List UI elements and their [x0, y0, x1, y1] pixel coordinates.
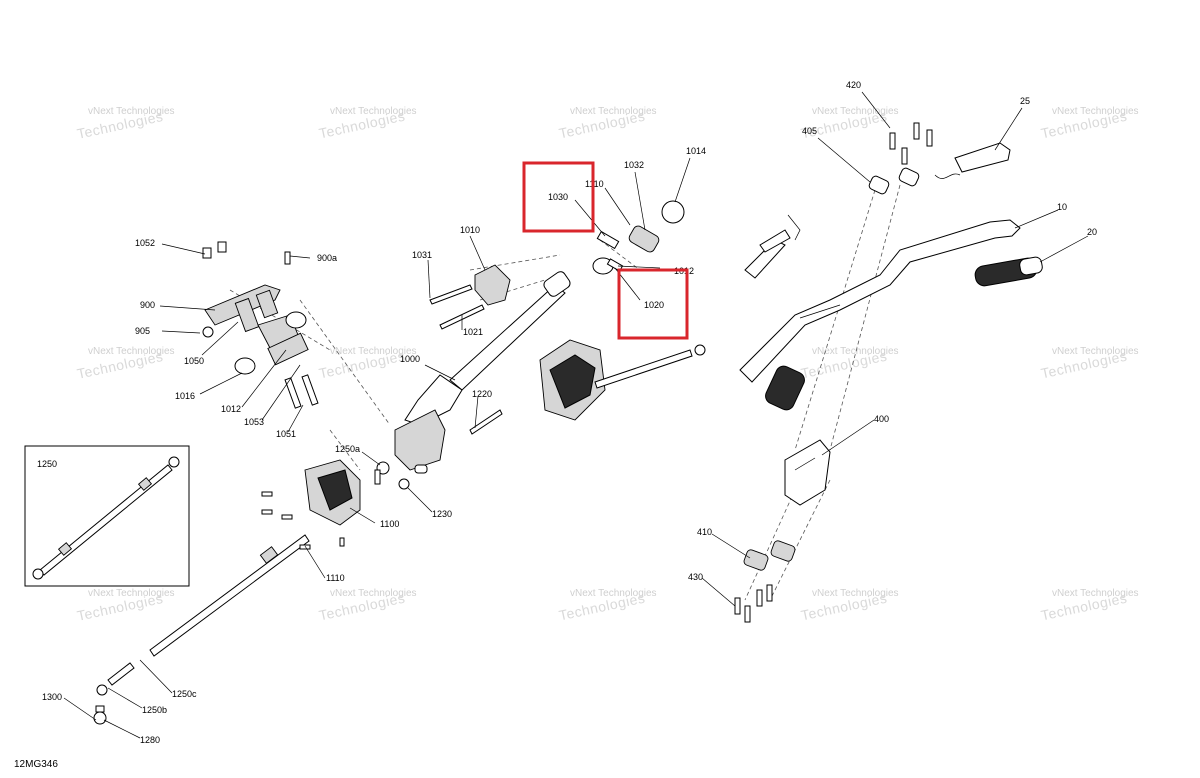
svg-text:vNext Technologies: vNext Technologies [1052, 106, 1139, 117]
callout-1051[interactable]: 1051 [276, 429, 296, 439]
diagram-reference: 12MG346 [14, 759, 58, 770]
clamp-1010[interactable] [474, 264, 511, 306]
callout-1250c[interactable]: 1250c [172, 689, 197, 699]
inset-label: 1250 [37, 459, 57, 469]
svg-text:vNext Technologies: vNext Technologies [1052, 346, 1139, 357]
callout-10[interactable]: 10 [1057, 202, 1067, 212]
callout-1053[interactable]: 1053 [244, 417, 264, 427]
leaders [63, 91, 1089, 739]
callout-400[interactable]: 400 [874, 414, 889, 424]
callout-20[interactable]: 20 [1087, 227, 1097, 237]
lower-clamps[interactable] [743, 540, 796, 572]
callout-900a[interactable]: 900a [317, 253, 337, 263]
svg-text:vNext Technologies: vNext Technologies [812, 106, 899, 117]
callout-1030[interactable]: 1030 [548, 192, 568, 202]
housing-1110[interactable] [539, 339, 606, 421]
inset-1250: 1250 [24, 445, 190, 587]
column-housing-1100[interactable] [304, 459, 361, 526]
callout-1280[interactable]: 1280 [140, 735, 160, 745]
callout-1010[interactable]: 1010 [460, 225, 480, 235]
svg-text:vNext Technologies: vNext Technologies [570, 588, 657, 599]
callout-1220[interactable]: 1220 [472, 389, 492, 399]
callout-405[interactable]: 405 [802, 126, 817, 136]
bolts-430[interactable] [734, 584, 773, 623]
svg-text:vNext Technologies: vNext Technologies [330, 346, 417, 357]
callout-1100[interactable]: 1100 [380, 519, 399, 529]
callout-1110-bottom[interactable]: 1110 [326, 573, 345, 583]
bolts-1100[interactable] [261, 491, 345, 550]
tie-rod[interactable] [96, 534, 310, 696]
callout-1000[interactable]: 1000 [400, 354, 420, 364]
inset-jam-nut [137, 477, 153, 491]
callout-1230[interactable]: 1230 [432, 509, 452, 519]
callout-1016[interactable]: 1016 [175, 391, 195, 401]
svg-text:vNext Technologies: vNext Technologies [812, 346, 899, 357]
lever-assembly[interactable] [744, 214, 801, 279]
inset-jam-nut [57, 542, 73, 556]
svg-text:vNext Technologies: vNext Technologies [570, 106, 657, 117]
callout-1021[interactable]: 1021 [463, 327, 483, 337]
highlight-boxes [522, 161, 689, 340]
inset-tie-rod[interactable] [39, 464, 173, 576]
callout-1014[interactable]: 1014 [686, 146, 706, 156]
svg-text:vNext Technologies: vNext Technologies [1052, 588, 1139, 599]
bushings-1032[interactable] [592, 200, 685, 275]
highlight-box-1030 [522, 161, 595, 233]
bracket-900[interactable] [202, 241, 319, 409]
left-grip[interactable] [763, 364, 807, 413]
throttle-grip[interactable] [934, 142, 1011, 179]
bolts-420[interactable] [889, 122, 933, 165]
callout-1032[interactable]: 1032 [624, 160, 644, 170]
svg-text:vNext Technologies: vNext Technologies [88, 346, 175, 357]
upper-clamps[interactable] [868, 167, 920, 195]
svg-text:vNext Technologies: vNext Technologies [812, 588, 899, 599]
inset-frame [24, 445, 190, 587]
callout-1020[interactable]: 1020 [644, 300, 664, 310]
steering-column[interactable] [394, 270, 572, 471]
svg-text:vNext Technologies: vNext Technologies [88, 106, 175, 117]
callout-1012[interactable]: 1012 [221, 404, 241, 414]
callout-25[interactable]: 25 [1020, 96, 1030, 106]
svg-text:vNext Technologies: vNext Technologies [330, 588, 417, 599]
callout-900[interactable]: 900 [140, 300, 155, 310]
callout-1050[interactable]: 1050 [184, 356, 204, 366]
callout-410[interactable]: 410 [697, 527, 712, 537]
tie-rod-right[interactable] [594, 344, 706, 389]
right-grip[interactable] [974, 256, 1043, 287]
inset-rod-end-top [168, 456, 180, 468]
svg-text:vNext Technologies: vNext Technologies [330, 106, 417, 117]
inset-rod-end-bottom [32, 568, 44, 580]
svg-text:vNext Technologies: vNext Technologies [88, 588, 175, 599]
callout-1300[interactable]: 1300 [42, 692, 62, 702]
callout-420[interactable]: 420 [846, 80, 861, 90]
riser[interactable] [784, 439, 831, 506]
highlight-box-1020 [617, 268, 689, 340]
callout-1052[interactable]: 1052 [135, 238, 155, 248]
handlebar[interactable] [739, 219, 1021, 383]
callout-430[interactable]: 430 [688, 572, 703, 582]
callout-1250a[interactable]: 1250a [335, 444, 360, 454]
nut-1280[interactable] [93, 705, 107, 725]
callout-1031[interactable]: 1031 [412, 250, 432, 260]
callout-1250b[interactable]: 1250b [142, 705, 167, 715]
callout-905[interactable]: 905 [135, 326, 150, 336]
